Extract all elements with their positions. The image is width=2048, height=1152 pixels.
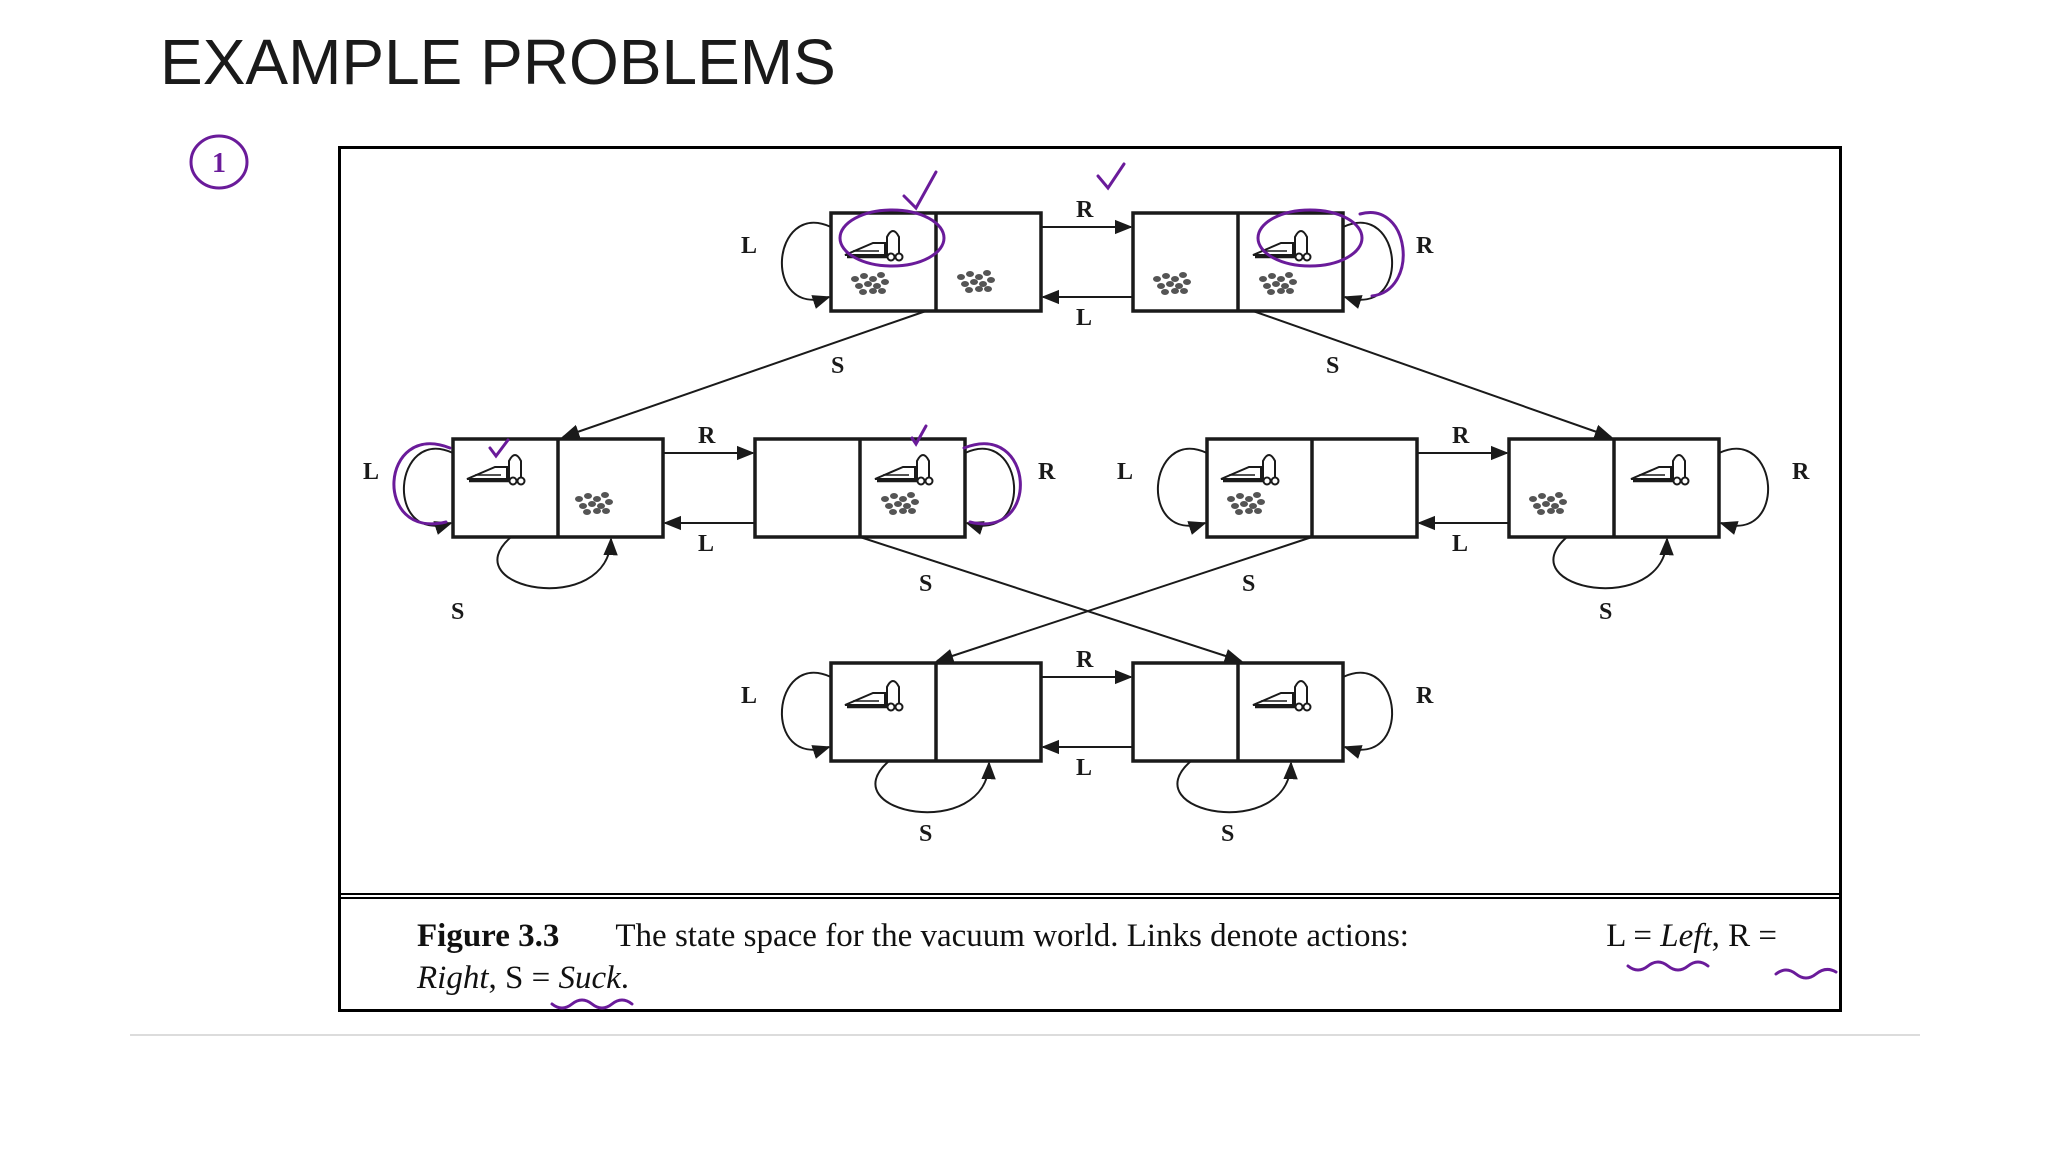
action-label-left: L (1076, 305, 1092, 331)
action-label-right: R (1416, 683, 1434, 709)
caption-right: Right (417, 960, 489, 996)
caption-suck: Suck (558, 960, 621, 996)
action-label-suck: S (1599, 599, 1612, 625)
caption-text: The state space for the vacuum world. Li… (615, 918, 1409, 954)
action-label-left: L (1076, 755, 1092, 781)
state-5 (1205, 437, 1419, 539)
state-3 (451, 437, 665, 539)
action-label-suck: S (831, 353, 844, 379)
action-label-right: R (1076, 647, 1094, 673)
figure-box: R L L R S S R L L R S R L L R S S S R L … (338, 146, 1842, 1012)
action-label-left: L (1117, 459, 1133, 485)
action-label-suck: S (1221, 821, 1234, 847)
action-label-right: R (1076, 197, 1094, 223)
figure-caption: Figure 3.3 The state space for the vacuum… (417, 915, 1777, 999)
action-label-suck: S (1326, 353, 1339, 379)
action-label-right: R (698, 423, 716, 449)
action-label-right: R (1416, 233, 1434, 259)
slide-title: EXAMPLE PROBLEMS (160, 26, 836, 98)
state-7 (829, 661, 1043, 763)
circled-number-annotation (189, 134, 249, 190)
action-label-left: L (741, 683, 757, 709)
state-2 (1131, 211, 1345, 313)
action-label-right: R (1038, 459, 1056, 485)
caption-R: , R = (1711, 918, 1777, 954)
action-label-right: R (1452, 423, 1470, 449)
annotation-number: 1 (212, 148, 226, 179)
action-label-left: L (1452, 531, 1468, 557)
action-label-suck: S (919, 571, 932, 597)
action-label-left: L (363, 459, 379, 485)
action-label-suck: S (451, 599, 464, 625)
action-label-suck: S (1242, 571, 1255, 597)
caption-end: . (620, 960, 630, 996)
action-label-left: L (698, 531, 714, 557)
caption-L: L = (1606, 918, 1653, 954)
state-1 (829, 211, 1043, 313)
caption-left: Left (1660, 918, 1712, 954)
action-label-left: L (741, 233, 757, 259)
action-label-right: R (1792, 459, 1810, 485)
figure-divider (341, 893, 1839, 899)
state-4 (753, 437, 967, 539)
caption-S: , S = (488, 960, 551, 996)
state-8 (1131, 661, 1345, 763)
caption-label: Figure 3.3 (417, 918, 560, 954)
state-6 (1507, 437, 1721, 539)
state-space-diagram: R L L R S S R L L R S R L L R S S S R L … (363, 197, 1810, 847)
bottom-rule (130, 1034, 1920, 1036)
action-label-suck: S (919, 821, 932, 847)
